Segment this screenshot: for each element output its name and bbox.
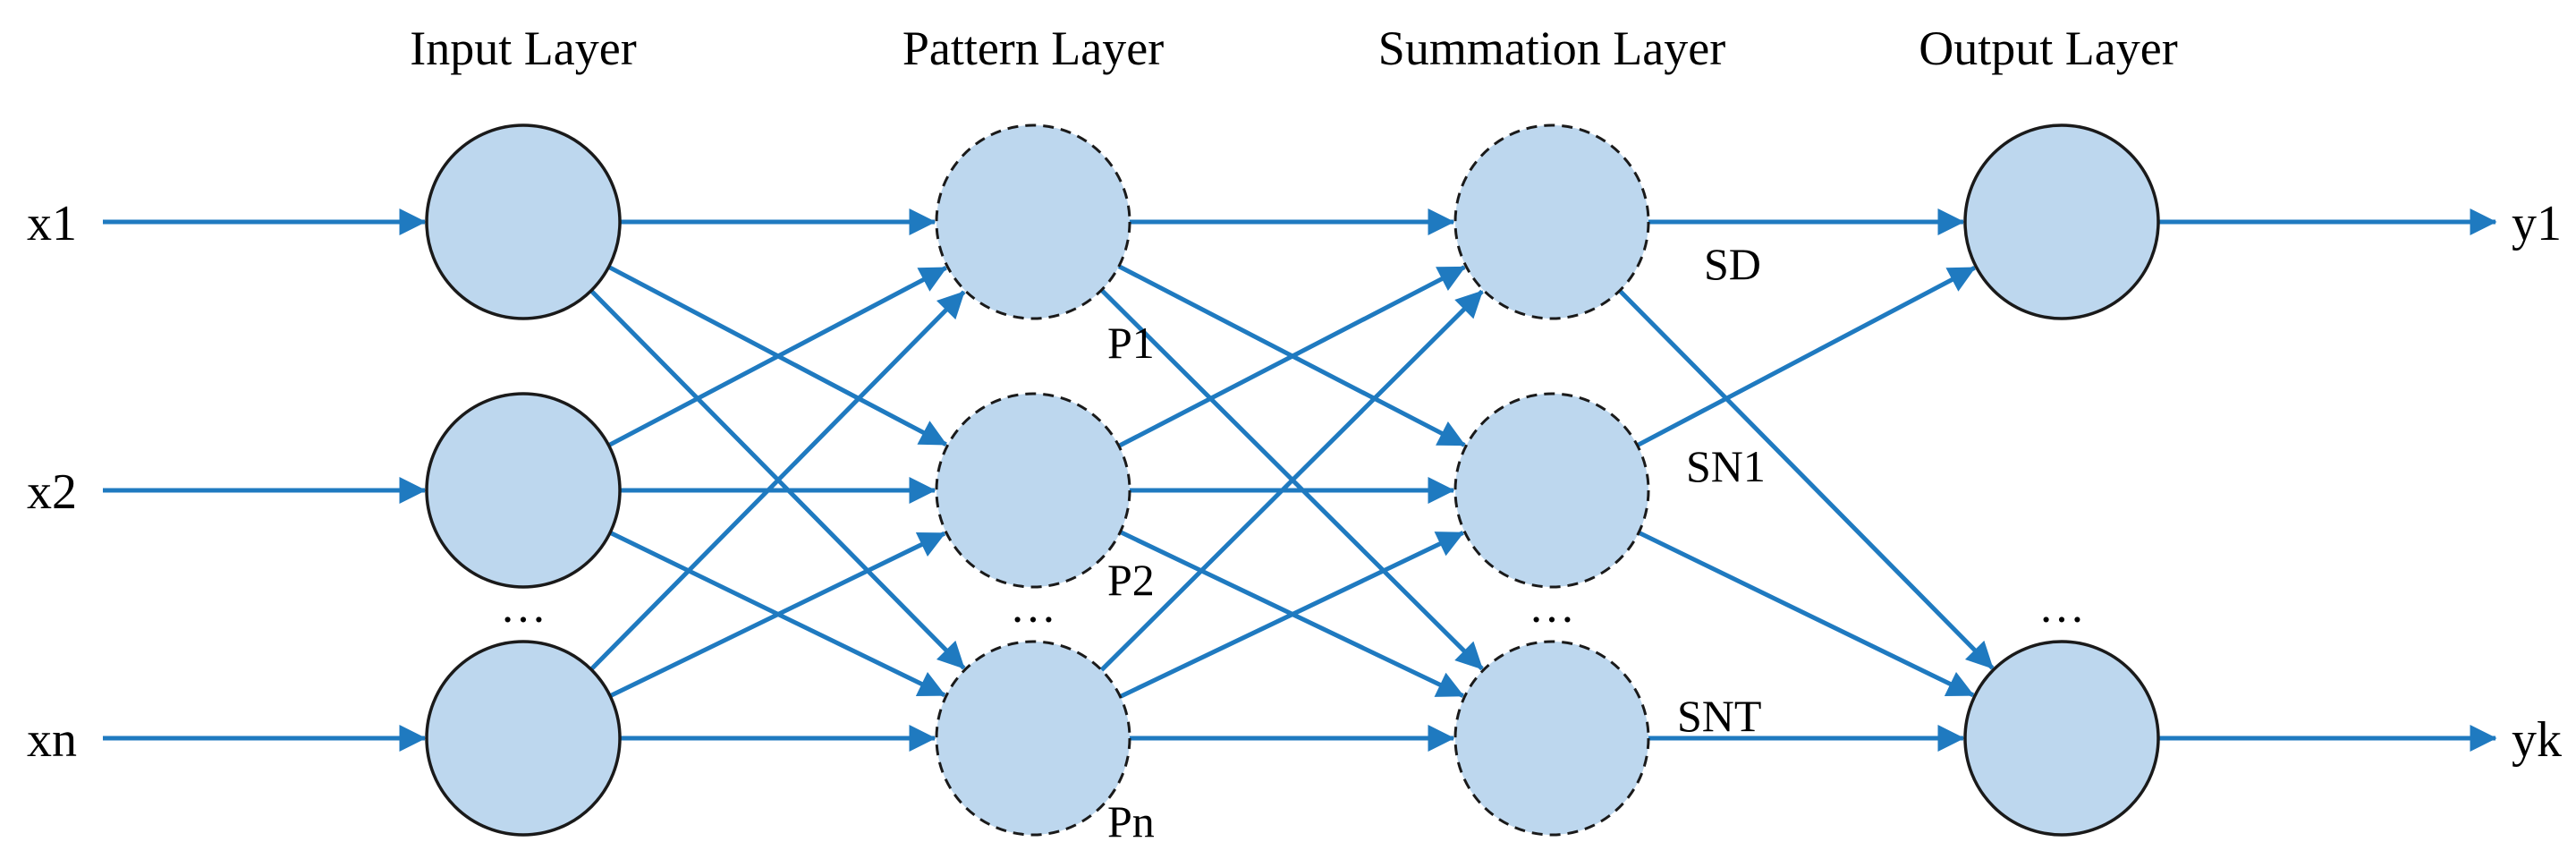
summation-node-2 <box>1453 392 1650 589</box>
pattern-label-p1: P1 <box>1107 318 1155 368</box>
connection-edges <box>103 208 2497 752</box>
edge-summation1-output2 <box>1618 289 1995 670</box>
summation-label-sd: SD <box>1704 239 1761 289</box>
ellipsis-pattern: … <box>1010 582 1056 633</box>
summation-label-snt: SNT <box>1677 691 1761 741</box>
output-label-y1: y1 <box>2512 196 2562 251</box>
summation-label-sn1: SN1 <box>1686 441 1766 491</box>
input-node-3 <box>425 640 622 837</box>
ellipsis-input: … <box>500 582 547 633</box>
output-node-2 <box>1963 640 2160 837</box>
input-node-2 <box>425 392 622 589</box>
edge-summation2-output1 <box>1636 266 1976 447</box>
input-node-1 <box>425 123 622 320</box>
layer-title-pattern: Pattern Layer <box>902 21 1164 75</box>
output-label-yk: yk <box>2512 712 2562 768</box>
summation-node-1 <box>1453 123 1650 320</box>
edge-pattern2-summation1 <box>1117 265 1466 448</box>
edge-summation2-output2 <box>1638 530 1975 698</box>
layer-title-output: Output Layer <box>1919 21 2177 75</box>
edge-pattern3-summation2 <box>1119 531 1465 699</box>
pattern-node-2 <box>935 392 1131 589</box>
pattern-node-3 <box>935 640 1131 837</box>
input-label-xn: xn <box>27 712 77 768</box>
network-nodes <box>425 123 2160 837</box>
ellipsis-summation: … <box>1529 582 1575 633</box>
pattern-label-p2: P2 <box>1107 555 1155 605</box>
edge-input2-pattern1 <box>607 266 947 447</box>
input-label-x1: x1 <box>27 196 77 251</box>
layer-title-summation: Summation Layer <box>1378 21 1725 75</box>
layer-title-input: Input Layer <box>410 21 636 75</box>
input-label-x2: x2 <box>27 464 77 520</box>
edge-input3-pattern1 <box>589 290 966 671</box>
summation-node-3 <box>1453 640 1650 837</box>
ellipsis-output: … <box>2038 582 2085 633</box>
edge-input3-pattern2 <box>609 531 946 699</box>
pattern-node-1 <box>935 123 1131 320</box>
edge-pattern3-summation1 <box>1099 289 1484 672</box>
pattern-label-pn: Pn <box>1107 796 1155 846</box>
output-node-1 <box>1963 123 2160 320</box>
